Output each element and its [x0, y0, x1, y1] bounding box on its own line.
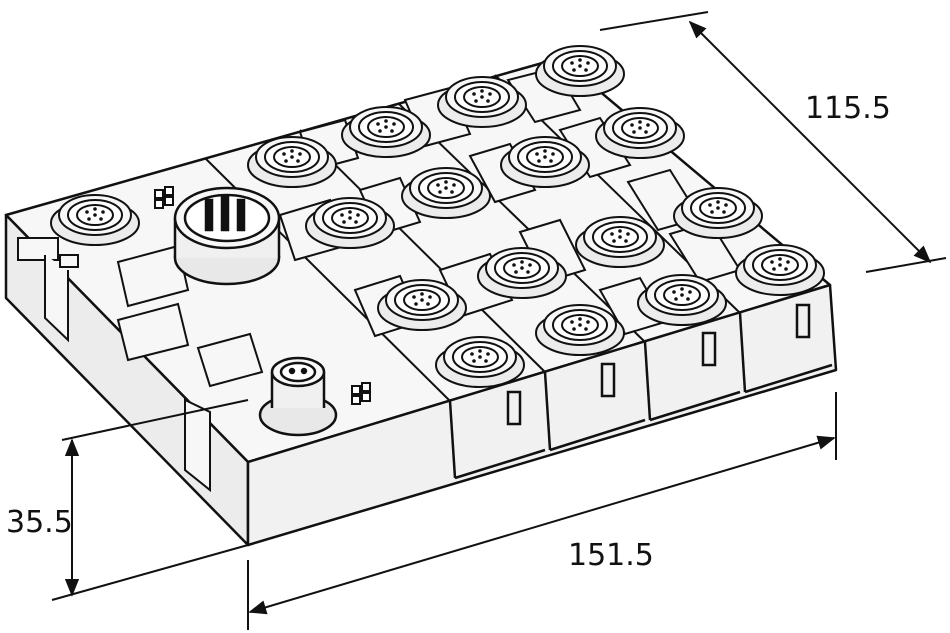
m12-socket-icon: [637, 274, 727, 326]
m12-socket-icon: [401, 167, 491, 219]
depth-dimension-label: 115.5: [805, 91, 891, 126]
m12-socket-icon: [437, 76, 527, 128]
depth-arrow: [688, 20, 932, 264]
status-leds: [154, 186, 371, 405]
m12-socket-icon: [247, 136, 337, 188]
width-arrow: [248, 435, 836, 615]
m12-socket-icon: [500, 136, 590, 188]
m12-socket-icon: [435, 336, 525, 388]
height-dimension-label: 35.5: [6, 505, 73, 540]
m12-socket-icon: [377, 279, 467, 331]
dimension-lines: [51, 11, 947, 630]
m12-socket-icon: [535, 45, 625, 97]
width-dimension-label: 151.5: [568, 538, 654, 573]
m12-socket-icon: [477, 247, 567, 299]
m12-socket-icon: [535, 304, 625, 356]
m12-socket-icon: [575, 216, 665, 268]
m12-socket-icon: [595, 107, 685, 159]
m12-socket-icon: [341, 106, 431, 158]
power-connector: [173, 186, 281, 286]
left-face-details: [17, 237, 211, 493]
m8-connector: [258, 356, 338, 437]
m12-socket-icon: [50, 194, 140, 246]
m12-socket-icon: [305, 197, 395, 249]
